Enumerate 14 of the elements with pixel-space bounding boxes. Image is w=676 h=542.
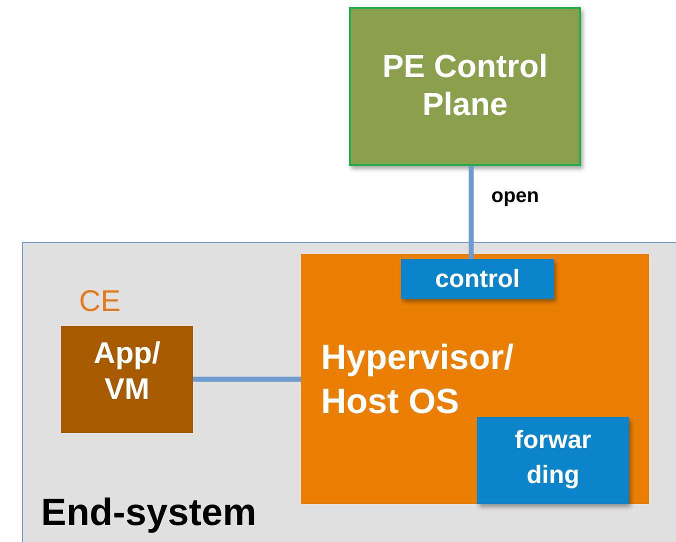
process-box <box>349 7 581 166</box>
connector-line <box>468 166 474 259</box>
node-label: App/ VM <box>92 336 162 408</box>
node-label: control <box>434 264 521 294</box>
node-label: End-system <box>41 491 256 536</box>
node-label: forwar ding <box>514 425 592 491</box>
node-label: Hypervisor/ Host OS <box>321 337 515 423</box>
connector-line <box>193 376 301 382</box>
process-box <box>477 417 629 504</box>
system-panel <box>22 242 676 542</box>
node-label: PE Control Plane <box>381 47 549 124</box>
process-box <box>401 259 554 299</box>
process-box <box>301 254 649 504</box>
node-heading: CE <box>79 284 121 320</box>
